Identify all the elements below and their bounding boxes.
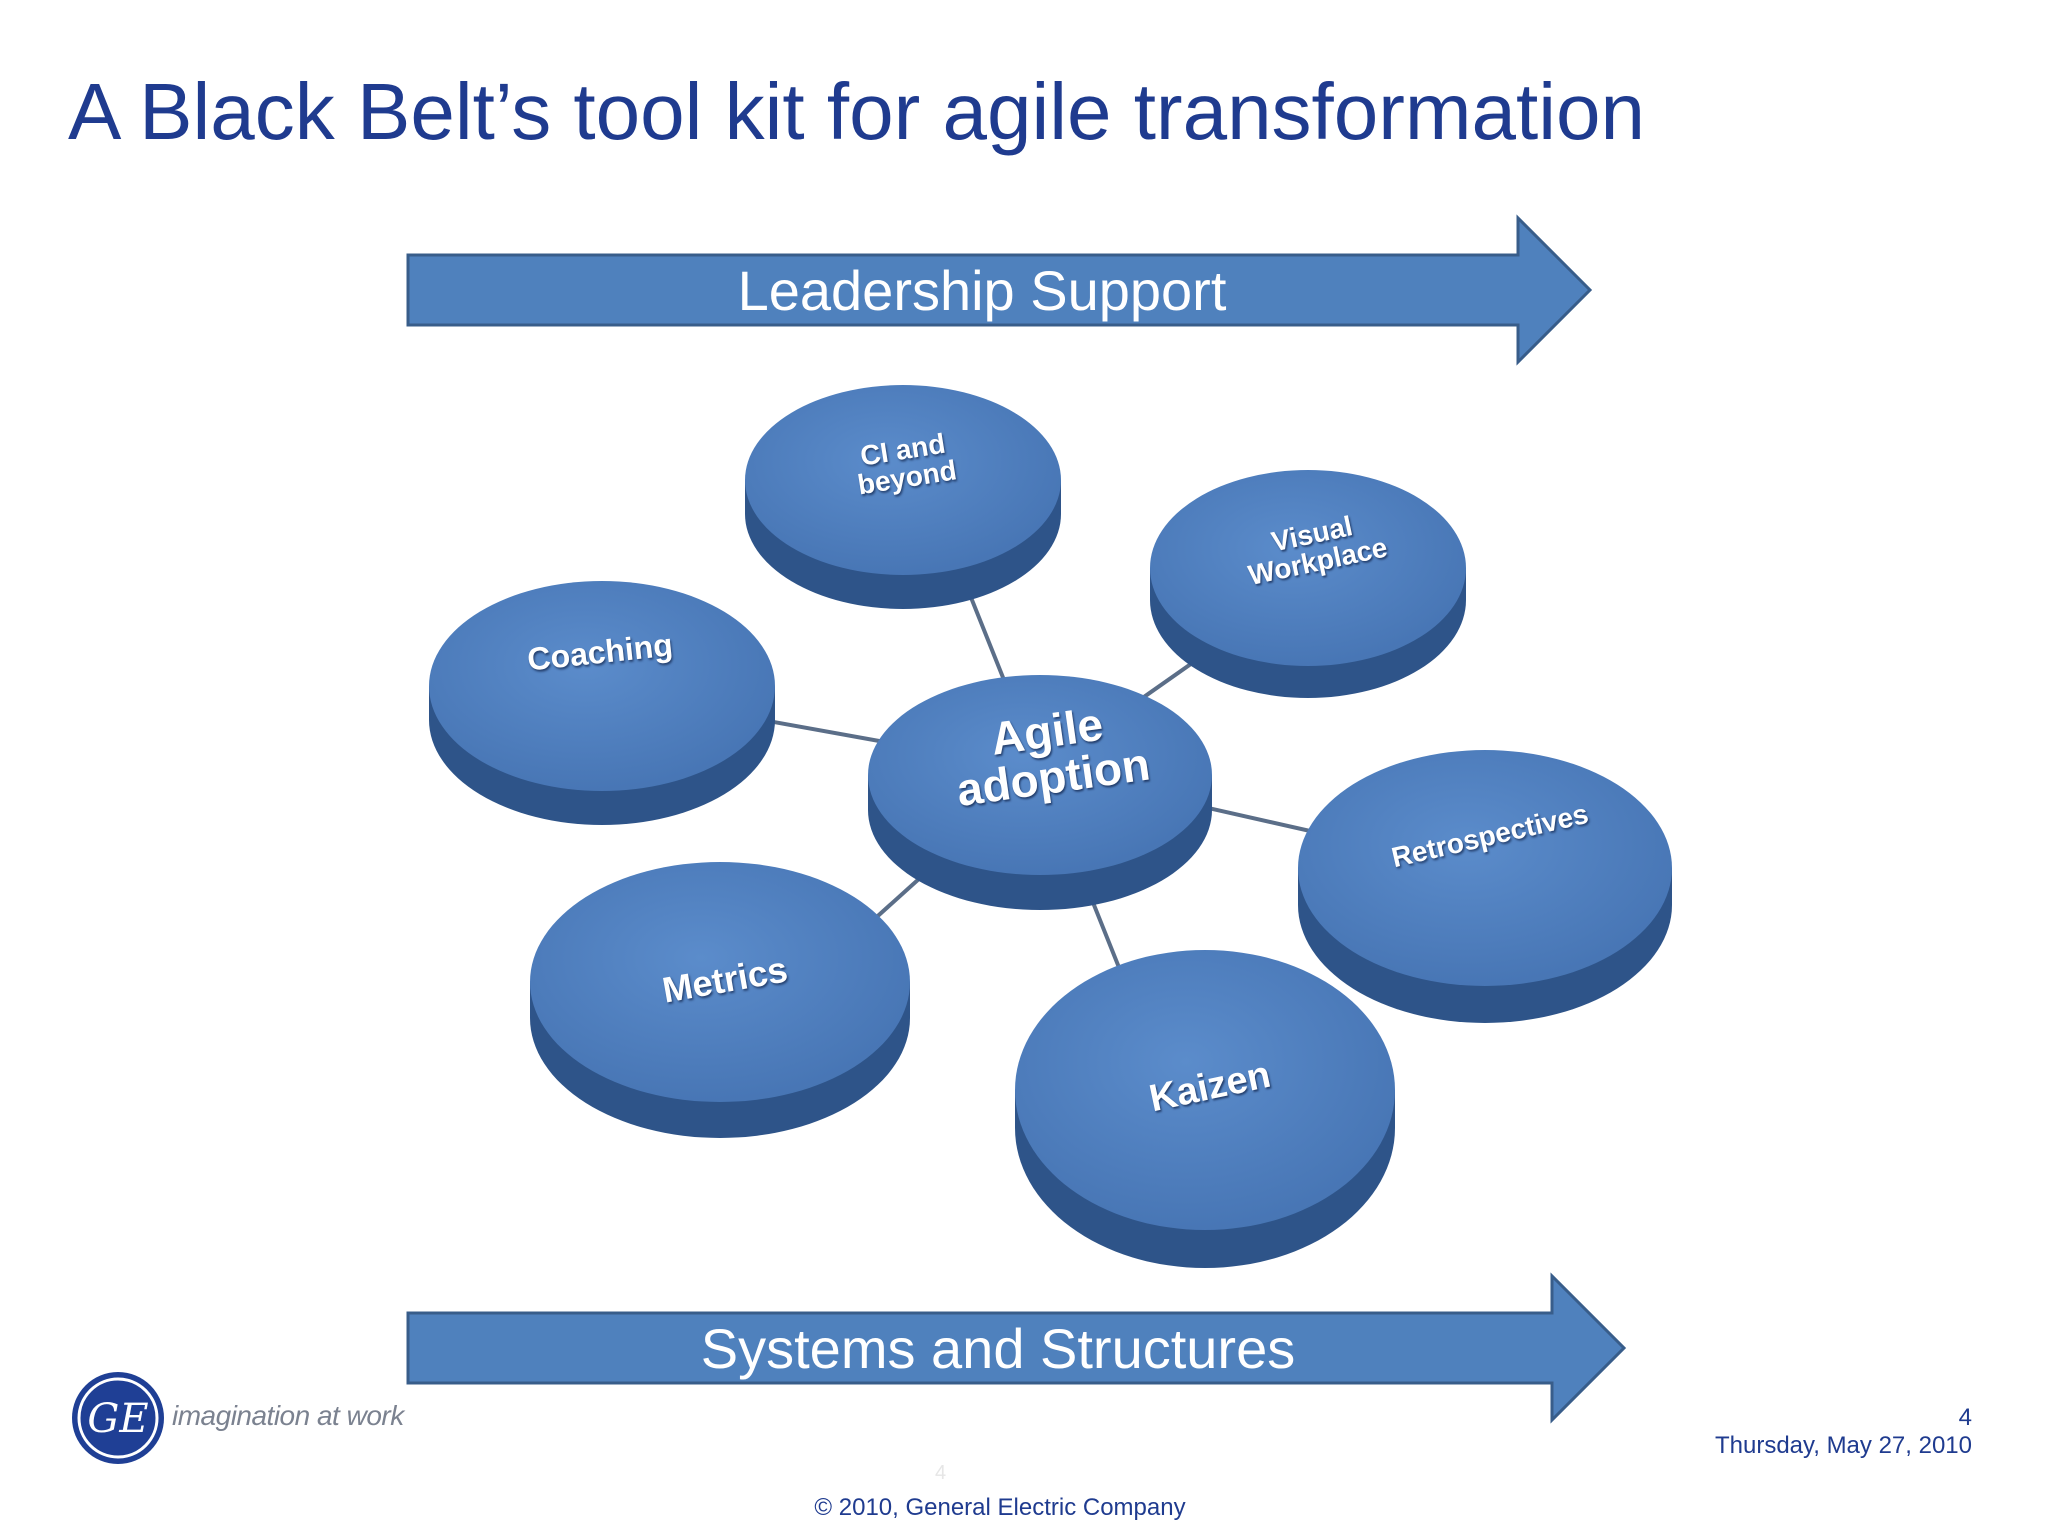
svg-text:GE: GE (87, 1396, 148, 1442)
node-retrospectives (1298, 750, 1672, 1023)
systems-structures-label: Systems and Structures (700, 1317, 1296, 1380)
node-coaching (429, 581, 775, 825)
faint-page-number: 4 (935, 1462, 947, 1484)
ge-logo-icon: GE (72, 1372, 164, 1464)
slide-date: Thursday, May 27, 2010 (1714, 1432, 1972, 1459)
leadership-support-label: Leadership Support (737, 259, 1227, 322)
node-metrics (530, 862, 910, 1138)
node-ci-and-beyond (745, 385, 1061, 609)
copyright: © 2010, General Electric Company (814, 1494, 1186, 1521)
node-visual-workplace (1150, 470, 1466, 698)
slide-title: A Black Belt’s tool kit for agile transf… (68, 67, 1646, 156)
tagline: imagination at work (172, 1400, 404, 1431)
page-number: 4 (1958, 1404, 1972, 1431)
node-agile-adoption (868, 675, 1212, 910)
node-kaizen (1015, 950, 1395, 1268)
